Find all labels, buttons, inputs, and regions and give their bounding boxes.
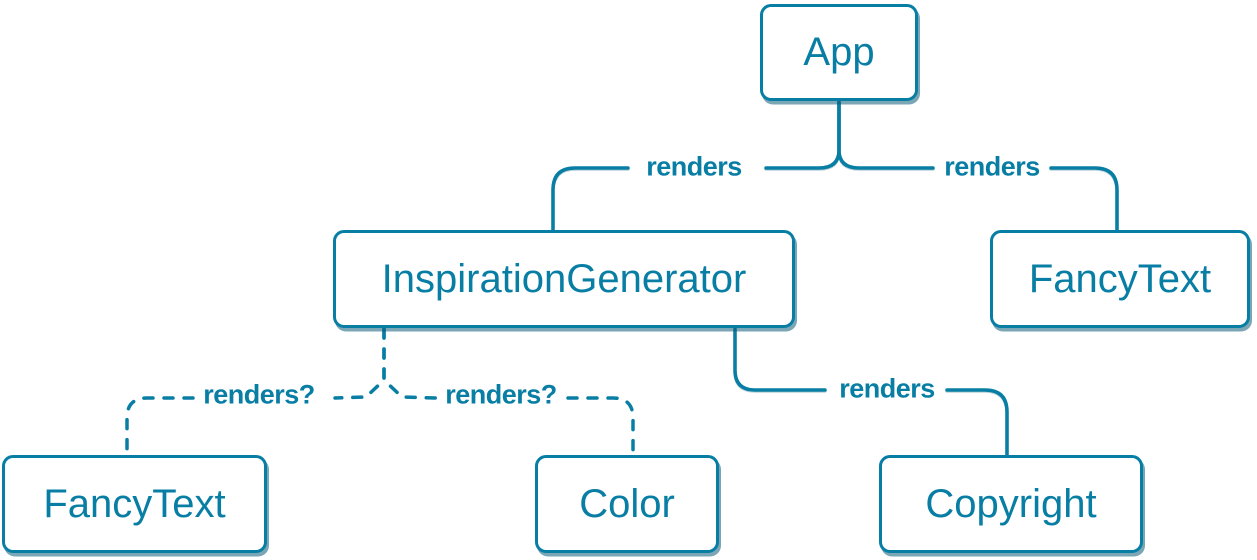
edge-label-renders-inspirationgenerator-color: renders? (445, 379, 557, 410)
edge-app-to-fancytext (837, 100, 1119, 232)
node-app: App (760, 4, 918, 101)
node-fancy-text-bottom: FancyText (2, 455, 267, 553)
node-fancy-text-top-label: FancyText (1028, 256, 1212, 301)
node-fancy-text-top: FancyText (990, 230, 1250, 328)
edge-label-renders-app-fancytext: renders (944, 151, 1040, 182)
node-inspiration-generator: InspirationGenerator (333, 230, 795, 328)
node-inspiration-generator-label: InspirationGenerator (381, 256, 747, 301)
edge-label-renders-inspirationgenerator-fancytext: renders? (203, 379, 315, 410)
node-fancy-text-bottom-label: FancyText (43, 481, 226, 526)
node-color: Color (535, 455, 719, 553)
node-copyright-label: Copyright (925, 481, 1097, 526)
node-app-label: App (803, 30, 875, 74)
edge-label-renders-app-inspirationgenerator: renders (646, 151, 742, 182)
edge-inspirationgenerator-to-copyright (733, 327, 1009, 457)
edge-label-renders-inspirationgenerator-copyright: renders (839, 373, 935, 404)
edge-inspirationgenerator-to-color (382, 327, 635, 457)
node-copyright: Copyright (879, 455, 1143, 553)
node-color-label: Color (579, 481, 675, 526)
